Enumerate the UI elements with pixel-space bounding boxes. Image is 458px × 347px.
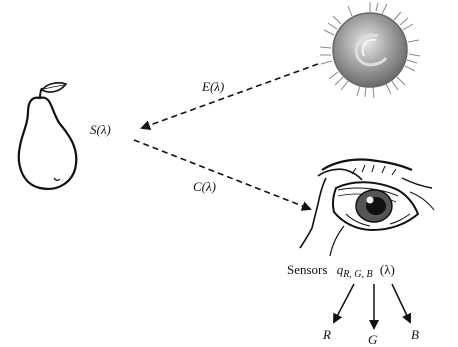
- illuminant-arrow: [142, 64, 318, 128]
- channel-g-label: G: [368, 333, 377, 346]
- eye-icon: [300, 159, 434, 256]
- pear-icon: [19, 83, 76, 189]
- sensors-word: Sensors: [287, 262, 327, 278]
- illuminant-label: E(λ): [202, 80, 224, 93]
- sensor-lambda: (λ): [380, 262, 395, 278]
- sensors-label: Sensors qR, G, B (λ): [287, 262, 395, 280]
- sensor-subscript: R, G, B: [343, 269, 372, 280]
- channel-b-arrow: [392, 284, 410, 322]
- channel-b-label: B: [411, 328, 419, 341]
- channel-r-label: R: [323, 328, 331, 341]
- reflected-arrow: [134, 140, 310, 209]
- channel-r-arrow: [334, 284, 354, 322]
- surface-label: S(λ): [90, 123, 111, 136]
- color-signal-label: C(λ): [193, 180, 216, 193]
- sun-icon: [320, 2, 420, 98]
